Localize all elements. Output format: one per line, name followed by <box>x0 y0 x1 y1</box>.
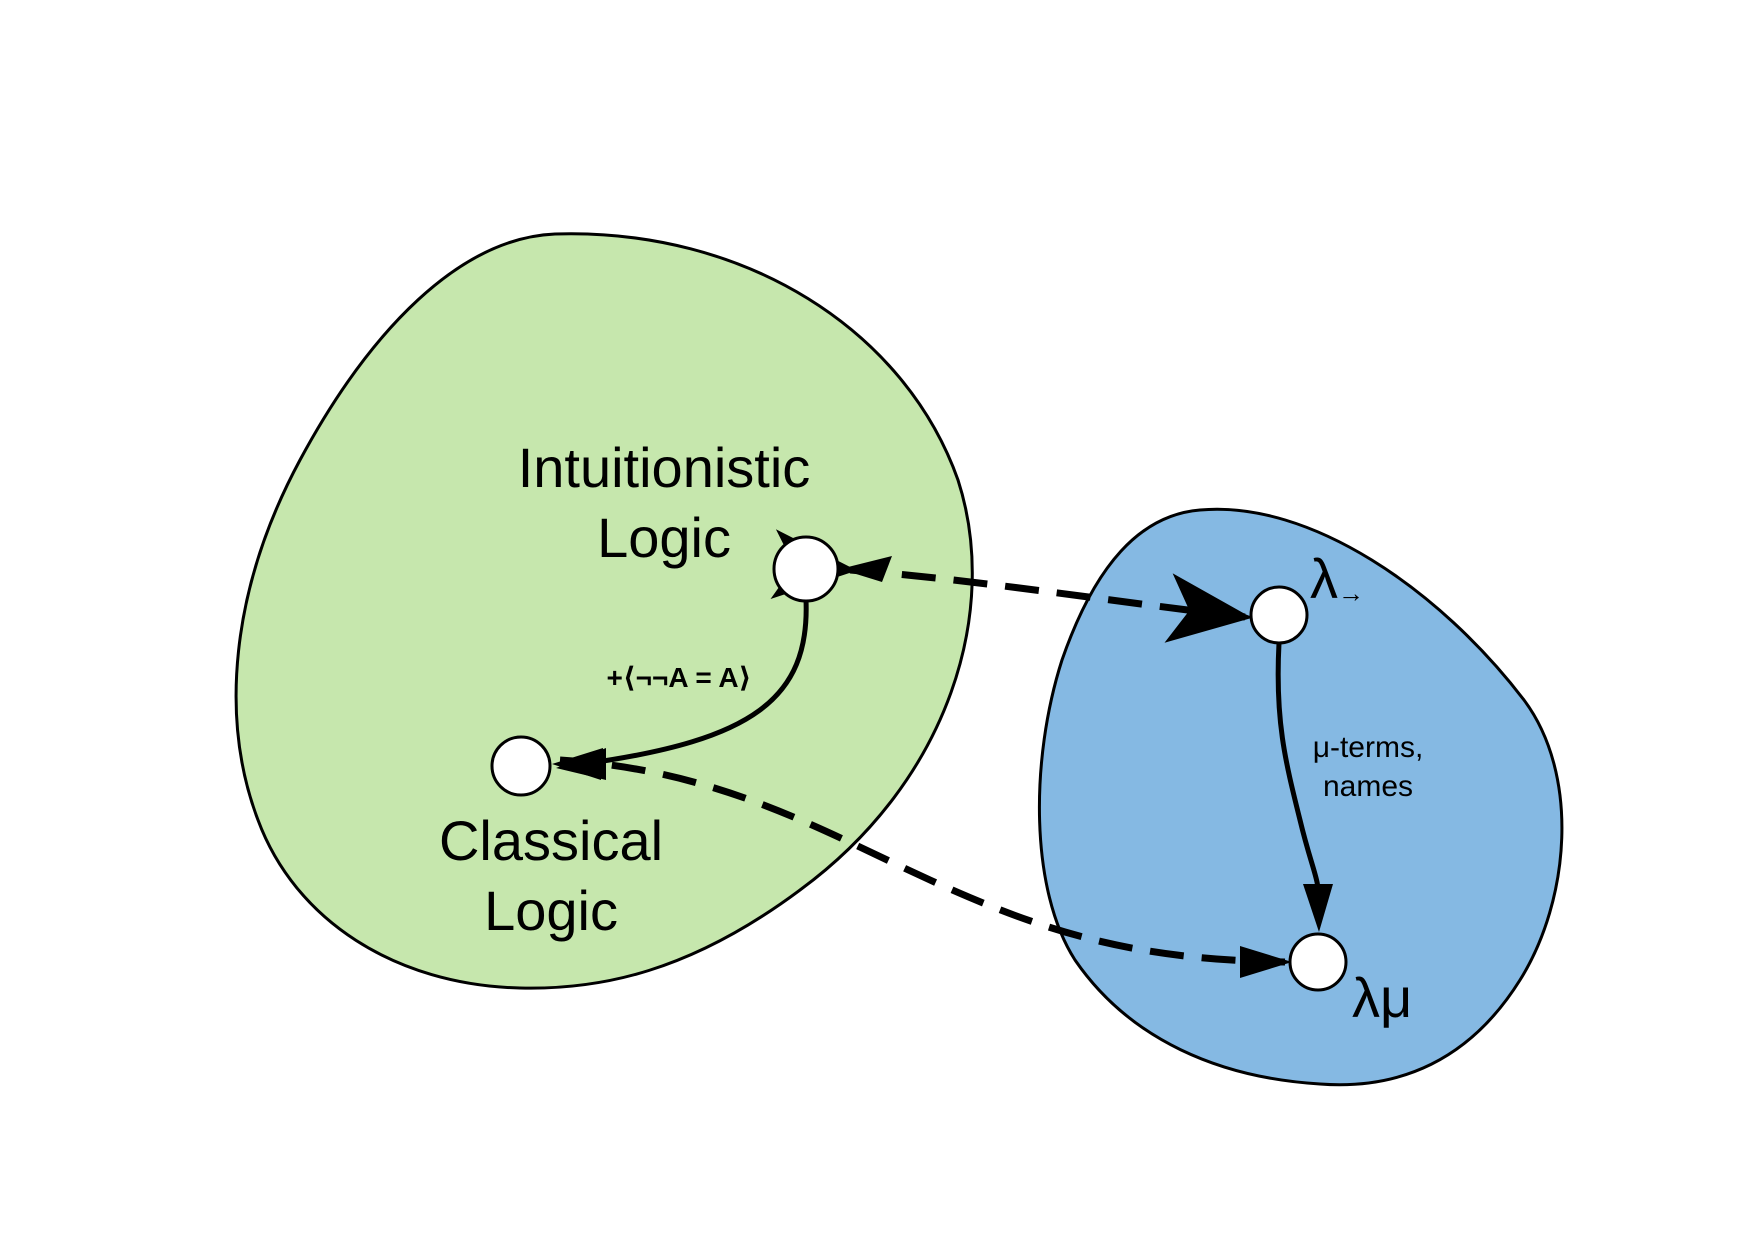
correspondence-edge-classical-lambda-mu <box>559 756 1286 966</box>
node-lambda-arrow <box>1249 585 1309 645</box>
classical-label-line1: Classical <box>439 809 663 872</box>
mu-terms-edge-label-line1: μ-terms, <box>1313 731 1424 764</box>
node-intuitionistic-logic <box>772 535 840 603</box>
arrowhead-at-lambda-mu <box>1240 946 1292 978</box>
extension-edge-lambda-to-lambda-mu <box>1275 642 1321 901</box>
lambda-symbol: λ <box>1310 547 1338 610</box>
intuitionistic-label-line2: Logic <box>597 506 731 569</box>
lambda-arrow-label: λ→ <box>1310 547 1364 610</box>
node-classical-logic <box>490 735 552 797</box>
lambda-mu-label: λμ <box>1352 966 1412 1029</box>
intuitionistic-label-line1: Intuitionistic <box>518 436 811 499</box>
lambda-calculus-region <box>1037 507 1564 1087</box>
correspondence-edge-intuitionistic-lambda <box>770 529 1252 643</box>
logic-region <box>234 232 974 990</box>
arrowhead-classical-from-intuitionistic <box>556 748 606 780</box>
extension-edge-intuitionistic-to-classical <box>589 599 809 766</box>
arrowhead-at-intuitionistic <box>840 556 892 582</box>
node-lambda-mu <box>1288 932 1348 992</box>
arrowhead-lambda-mu-from-lambda <box>1303 884 1333 932</box>
mu-terms-edge-label-line2: names <box>1323 770 1413 803</box>
arrowhead-at-lambda-arrow <box>1199 600 1253 632</box>
lambda-arrow-subscript: → <box>1338 578 1364 608</box>
double-negation-edge-label: +⟨¬¬A = A⟩ <box>607 662 752 693</box>
classical-label-line2: Logic <box>484 879 618 942</box>
